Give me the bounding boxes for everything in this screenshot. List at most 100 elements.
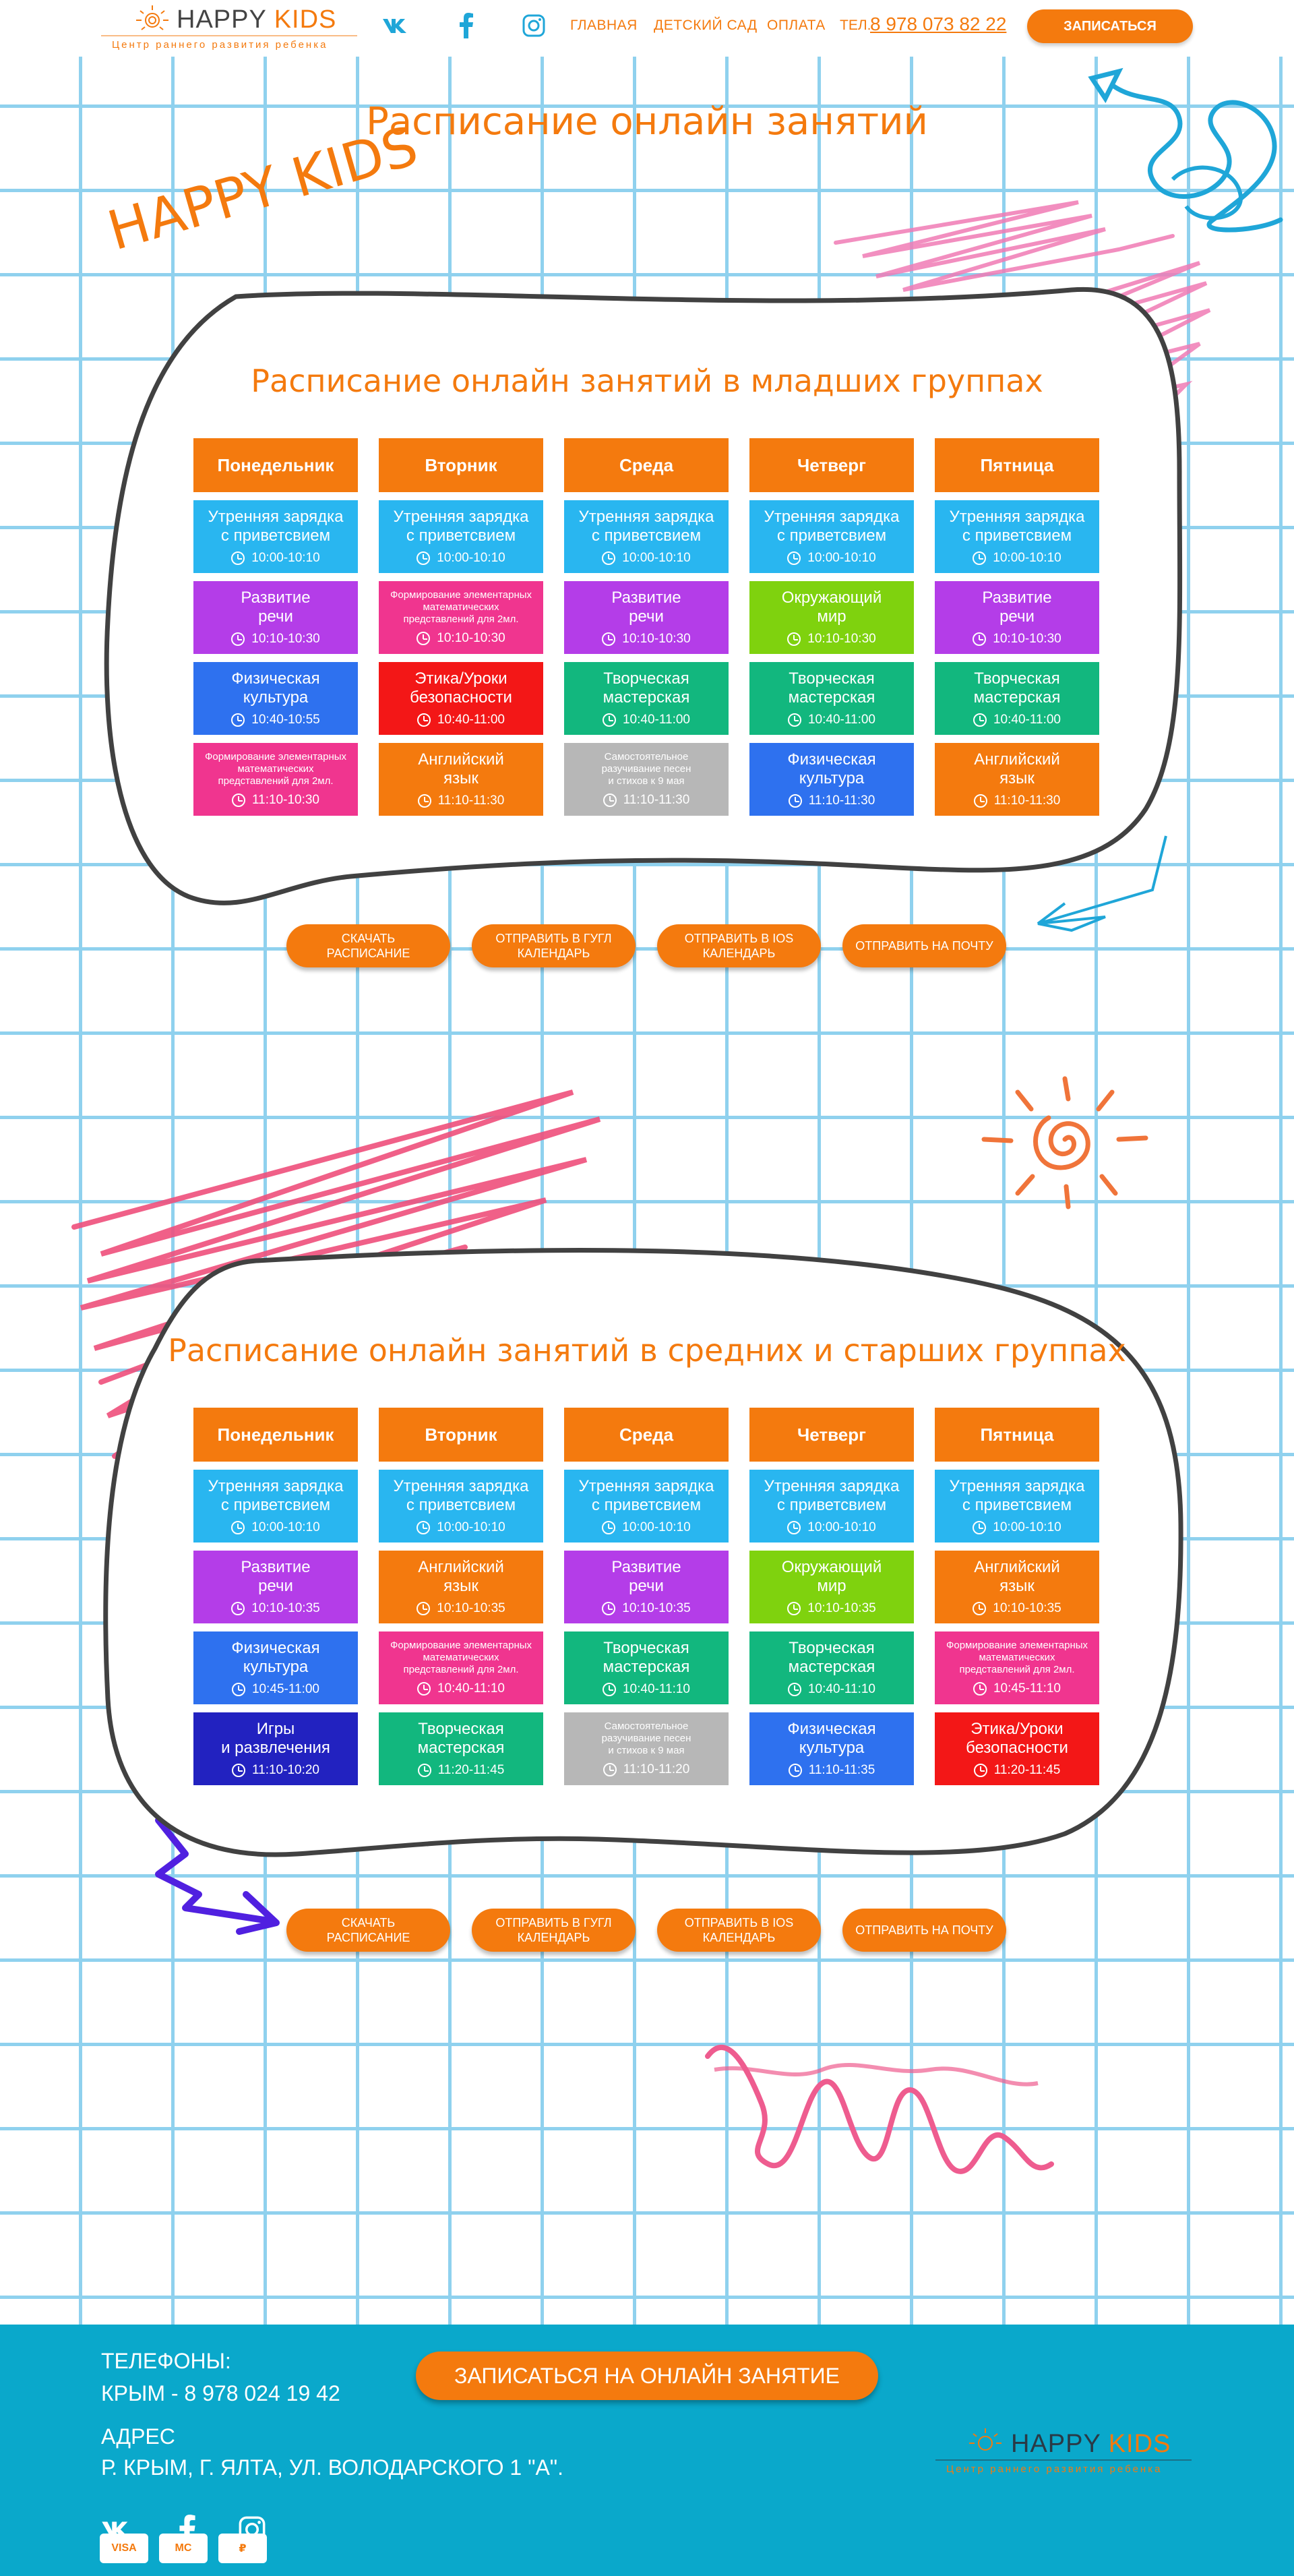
- class-time: 10:00-10:10: [231, 551, 320, 566]
- send-email-button[interactable]: ОТПРАВИТЬ НА ПОЧТУ: [842, 1909, 1006, 1952]
- class-title: Утренняя зарядка с приветсвием: [764, 1477, 900, 1514]
- class-time-value: 11:10-11:35: [808, 1763, 875, 1777]
- class-time: 10:40-11:00: [602, 713, 690, 727]
- class-title: Развитие речи: [611, 589, 681, 626]
- class-time: 10:00-10:10: [973, 551, 1061, 566]
- class-time: 11:10-11:30: [973, 793, 1060, 808]
- junior-class-cell[interactable]: Самостоятельное разучивание песен и стих…: [564, 743, 729, 816]
- send-email-button[interactable]: ОТПРАВИТЬ НА ПОЧТУ: [842, 924, 1006, 967]
- logo-subtitle: Центр раннего развития ребенка: [946, 2463, 1163, 2475]
- junior-class-cell[interactable]: Формирование элементарных математических…: [193, 743, 358, 816]
- clock-icon: [231, 1764, 245, 1777]
- page-title: Расписание онлайн занятий: [366, 100, 928, 144]
- class-title: Утренняя зарядка с приветсвием: [393, 508, 529, 545]
- class-time: 10:10-10:30: [231, 632, 320, 647]
- mastercard-payment-icon: MC: [159, 2534, 208, 2563]
- facebook-icon[interactable]: [171, 2513, 204, 2546]
- signup-online-button[interactable]: ЗАПИСАТЬСЯ НА ОНЛАЙН ЗАНЯТИЕ: [416, 2352, 878, 2400]
- clock-icon: [417, 794, 431, 808]
- logo-kids: KIDS: [274, 5, 337, 34]
- ios-calendar-button[interactable]: ОТПРАВИТЬ В IOS КАЛЕНДАРЬ: [657, 1909, 821, 1952]
- footer-logo[interactable]: HAPPY KIDS Центр раннего развития ребенк…: [935, 2420, 1192, 2477]
- class-time: 10:00-10:10: [787, 551, 876, 566]
- class-title: Физическая культура: [231, 1639, 320, 1676]
- header-phone-link[interactable]: 8 978 073 82 22: [870, 13, 1007, 34]
- class-time: 10:00-10:10: [417, 1520, 505, 1535]
- signup-button[interactable]: ЗАПИСАТЬСЯ: [1027, 9, 1193, 43]
- senior-actions: СКАЧАТЬ РАСПИСАНИЕ ОТПРАВИТЬ В ГУГЛ КАЛЕ…: [286, 1909, 1006, 1952]
- logo-happy: HAPPY: [177, 5, 267, 34]
- download-schedule-button[interactable]: СКАЧАТЬ РАСПИСАНИЕ: [286, 1909, 450, 1952]
- class-time-value: 10:40-10:55: [251, 713, 320, 727]
- logo-kids: KIDS: [1108, 2430, 1171, 2458]
- ios-calendar-button[interactable]: ОТПРАВИТЬ В IOS КАЛЕНДАРЬ: [657, 924, 821, 967]
- facebook-icon[interactable]: [452, 11, 481, 40]
- instagram-icon[interactable]: [519, 11, 549, 40]
- footer-logo-text: HAPPY KIDS: [1011, 2430, 1171, 2459]
- class-title: Утренняя зарядка с приветсвием: [764, 508, 900, 545]
- nav-payment[interactable]: оплата: [767, 18, 826, 33]
- junior-class-cell[interactable]: Развитие речи 10:10-10:30: [193, 581, 358, 654]
- senior-class-cell[interactable]: Самостоятельное разучивание песен и стих…: [564, 1712, 729, 1785]
- google-calendar-button[interactable]: ОТПРАВИТЬ В ГУГЛ КАЛЕНДАРЬ: [472, 924, 636, 967]
- clock-icon: [602, 713, 616, 727]
- clock-icon: [231, 1521, 245, 1534]
- clock-icon: [973, 794, 987, 808]
- day-header-4: Пятница: [935, 1408, 1099, 1462]
- clock-icon: [231, 1602, 245, 1615]
- class-title: Развитие речи: [241, 589, 311, 626]
- clock-icon: [231, 1683, 245, 1696]
- nav-kindergarten[interactable]: детский сад: [654, 18, 758, 33]
- clock-icon: [231, 551, 245, 565]
- class-title: Утренняя зарядка с приветсвием: [949, 1477, 1085, 1514]
- senior-class-cell[interactable]: Формирование элементарных математических…: [935, 1631, 1099, 1704]
- senior-class-cell[interactable]: Формирование элементарных математических…: [379, 1631, 543, 1704]
- logo[interactable]: HAPPY KIDS Центр раннего развития ребенк…: [101, 0, 357, 54]
- logo-subtitle: Центр раннего развития ребенка: [112, 39, 328, 51]
- class-time: 11:10-10:20: [231, 1763, 319, 1778]
- vk-icon[interactable]: [380, 11, 410, 40]
- google-calendar-button[interactable]: ОТПРАВИТЬ В ГУГЛ КАЛЕНДАРЬ: [472, 1909, 636, 1952]
- download-schedule-button[interactable]: СКАЧАТЬ РАСПИСАНИЕ: [286, 924, 450, 967]
- nav-home[interactable]: главная: [570, 18, 638, 33]
- class-time: 10:45-11:00: [231, 1682, 319, 1697]
- junior-class-cell[interactable]: Утренняя зарядка с приветсвием 10:00-10:1…: [749, 500, 914, 573]
- senior-class-cell[interactable]: Физическая культура 10:45-11:00: [193, 1631, 358, 1704]
- day-header-4: Пятница: [935, 438, 1099, 492]
- class-title: Развитие речи: [241, 1558, 311, 1595]
- class-time: 10:10-10:35: [973, 1601, 1061, 1616]
- footer-phone[interactable]: КРЫМ - 8 978 024 19 42: [101, 2381, 340, 2405]
- junior-class-cell[interactable]: Формирование элементарных математических…: [379, 581, 543, 654]
